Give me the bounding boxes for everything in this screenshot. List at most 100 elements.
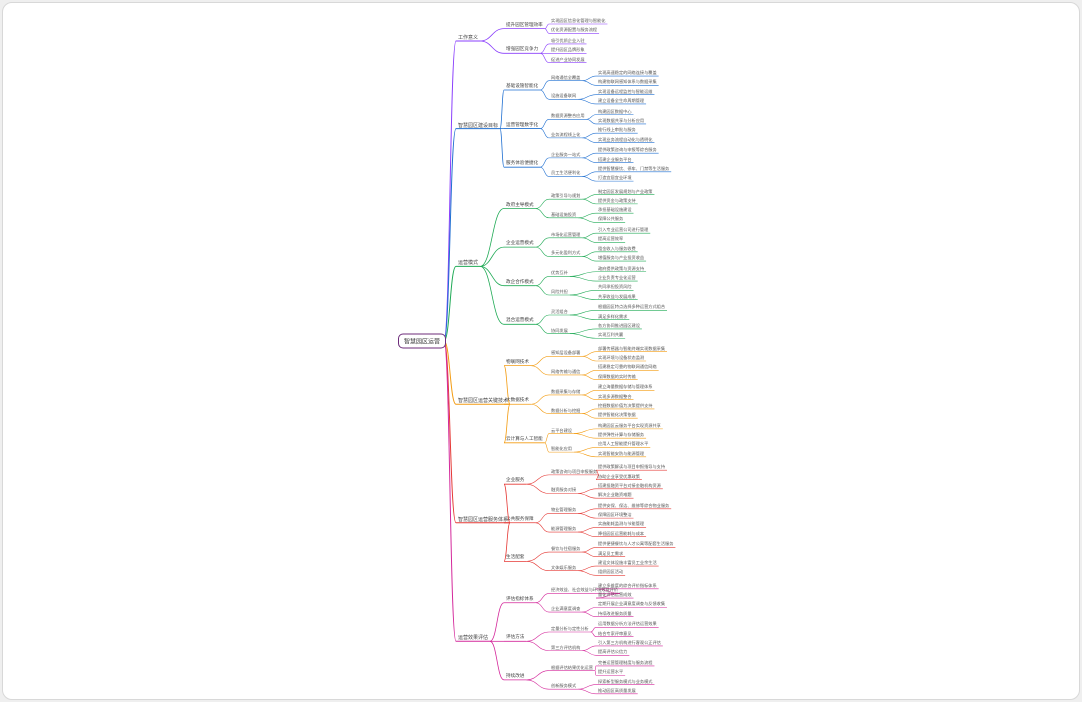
leaf-node[interactable]: 搭建企业服务平台 bbox=[598, 156, 632, 162]
topic-node[interactable]: 第三方评估机构 bbox=[551, 644, 581, 650]
leaf-node[interactable]: 实现互利共赢 bbox=[598, 332, 624, 338]
leaf-node[interactable]: 降低园区运营能耗与成本 bbox=[598, 530, 645, 536]
leaf-node[interactable]: 量化评估运营成效 bbox=[598, 592, 632, 598]
topic-node[interactable]: 餐饮与住宿服务 bbox=[551, 546, 581, 552]
leaf-node[interactable]: 协助企业享受优惠政策 bbox=[598, 473, 640, 479]
topic-node[interactable]: 混合运营模式 bbox=[506, 318, 534, 324]
topic-node[interactable]: 定量分析与定性分析 bbox=[551, 626, 589, 631]
topic-node[interactable]: 提升园区管理效率 bbox=[506, 22, 543, 28]
branch-node[interactable]: 运营效果评估 bbox=[458, 635, 489, 642]
topic-node[interactable]: 根据评估结果优化运营 bbox=[551, 664, 593, 670]
leaf-node[interactable]: 部署传感器与智能终端实现数据采集 bbox=[598, 345, 666, 351]
topic-node[interactable]: 政策引导与规划 bbox=[551, 193, 581, 199]
branch-node[interactable]: 智慧园区建设目标 bbox=[458, 122, 499, 129]
leaf-node[interactable]: 实现多源数据整合 bbox=[598, 393, 632, 399]
leaf-node[interactable]: 建立多维度的综合评价指标体系 bbox=[598, 582, 657, 588]
topic-node[interactable]: 数据资源整合应用 bbox=[551, 113, 585, 119]
leaf-node[interactable]: 满足多样化需求 bbox=[598, 313, 628, 319]
topic-node[interactable]: 创新服务模式 bbox=[551, 683, 577, 689]
topic-node[interactable]: 大数据技术 bbox=[506, 398, 529, 404]
leaf-node[interactable]: 解决企业融资难题 bbox=[598, 492, 632, 498]
leaf-node[interactable]: 应用人工智能提升管理水平 bbox=[598, 441, 649, 447]
leaf-node[interactable]: 提供智能化决策依据 bbox=[598, 412, 636, 418]
leaf-node[interactable]: 实现智能安防与能源管理 bbox=[598, 450, 645, 456]
leaf-node[interactable]: 提供智慧餐饮、停车、门禁等生活服务 bbox=[598, 165, 670, 171]
topic-node[interactable]: 公共服务保障 bbox=[506, 516, 534, 522]
topic-node[interactable]: 物业管理服务 bbox=[551, 507, 577, 513]
topic-node[interactable]: 数据分析与挖掘 bbox=[551, 407, 581, 413]
topic-node[interactable]: 灵活组合 bbox=[551, 308, 568, 314]
leaf-node[interactable]: 实现高速稳定的网络连接与覆盖 bbox=[598, 70, 657, 76]
leaf-node[interactable]: 政府提供政策与资源支持 bbox=[598, 265, 645, 271]
topic-node[interactable]: 优化资源配置与服务流程 bbox=[551, 27, 598, 33]
leaf-node[interactable]: 提升运营水平 bbox=[598, 669, 624, 675]
topic-node[interactable]: 企业服务 bbox=[506, 478, 525, 484]
topic-node[interactable]: 融资服务对接 bbox=[551, 487, 577, 493]
leaf-node[interactable]: 组织园区活动 bbox=[598, 569, 624, 575]
leaf-node[interactable]: 构建园区云服务平台实现资源共享 bbox=[598, 422, 661, 428]
topic-node[interactable]: 多元化盈利方式 bbox=[551, 250, 581, 256]
leaf-node[interactable]: 实现数据共享与分析应用 bbox=[598, 117, 645, 123]
leaf-node[interactable]: 实现环境与设备状态监测 bbox=[598, 355, 645, 360]
leaf-node[interactable]: 打造宜居宜业环境 bbox=[598, 175, 632, 181]
leaf-node[interactable]: 推行线上审批与服务 bbox=[598, 127, 636, 133]
topic-node[interactable]: 政策咨询与项目申报服务 bbox=[551, 468, 598, 474]
leaf-node[interactable]: 运用数据分析方法评估运营效果 bbox=[598, 621, 657, 627]
branch-node[interactable]: 工作意义 bbox=[458, 34, 479, 41]
leaf-node[interactable]: 实施能耗监测与节能管理 bbox=[598, 521, 645, 527]
root-node[interactable]: 智慧园区运营 bbox=[398, 333, 447, 349]
topic-node[interactable]: 风险共担 bbox=[551, 289, 568, 294]
leaf-node[interactable]: 租金收入与服务收费 bbox=[598, 245, 636, 251]
leaf-node[interactable]: 提高运营效率 bbox=[598, 236, 624, 242]
topic-node[interactable]: 企业服务一站式 bbox=[551, 151, 581, 157]
leaf-node[interactable]: 提高评估公信力 bbox=[598, 649, 628, 655]
leaf-node[interactable]: 提供便捷餐饮与人才公寓等配套生活服务 bbox=[598, 541, 674, 547]
topic-node[interactable]: 经济效益、社会效益与环境效益评价 bbox=[551, 587, 619, 593]
topic-node[interactable]: 文体娱乐服务 bbox=[551, 564, 577, 570]
leaf-node[interactable]: 提供弹性计算与存储服务 bbox=[598, 432, 645, 438]
topic-node[interactable]: 服务体验便捷化 bbox=[506, 161, 539, 167]
leaf-node[interactable]: 结合专家评审意见 bbox=[598, 630, 632, 636]
leaf-node[interactable]: 建设文体设施丰富员工业余生活 bbox=[598, 560, 657, 566]
topic-node[interactable]: 评估方法 bbox=[506, 635, 525, 641]
topic-node[interactable]: 数据采集与存储 bbox=[551, 388, 581, 394]
leaf-node[interactable]: 企业负责专业化运营 bbox=[598, 275, 636, 281]
topic-node[interactable]: 能源管理服务 bbox=[551, 526, 577, 532]
leaf-node[interactable]: 提供安保、保洁、维修等综合物业服务 bbox=[598, 502, 670, 508]
leaf-node[interactable]: 实现设备远程监控与智能运维 bbox=[598, 88, 653, 94]
topic-node[interactable]: 基础设施投资 bbox=[551, 211, 577, 217]
leaf-node[interactable]: 保障园区环境整洁 bbox=[598, 512, 632, 518]
branch-node[interactable]: 智慧园区运营服务体系 bbox=[458, 516, 509, 523]
topic-node[interactable]: 生活配套 bbox=[506, 555, 525, 561]
topic-node[interactable]: 增强园区竞争力 bbox=[506, 47, 539, 53]
branch-node[interactable]: 智慧园区运营关键技术 bbox=[458, 398, 509, 405]
topic-node[interactable]: 网络通信全覆盖 bbox=[551, 74, 581, 80]
leaf-node[interactable]: 搭建稳定可靠的物联网通信网络 bbox=[598, 364, 657, 370]
leaf-node[interactable]: 实现业务流程自动化与透明化 bbox=[598, 136, 653, 142]
leaf-node[interactable]: 探索新型服务模式与业务模式 bbox=[598, 678, 653, 684]
leaf-node[interactable]: 定期开展企业满意度调查与反馈收集 bbox=[598, 601, 666, 607]
topic-node[interactable]: 政府主导模式 bbox=[506, 202, 534, 208]
leaf-node[interactable]: 构建物联网感知体系与数据采集 bbox=[598, 79, 657, 85]
leaf-node[interactable]: 推动园区高质量发展 bbox=[598, 687, 636, 693]
leaf-node[interactable]: 挖掘数据价值为决策提供支持 bbox=[598, 402, 653, 408]
leaf-node[interactable]: 提供政策解读与项目申报指导与支持 bbox=[598, 464, 666, 470]
topic-node[interactable]: 业务流程线上化 bbox=[551, 131, 581, 137]
leaf-node[interactable]: 提供资金与政策支持 bbox=[598, 197, 636, 203]
leaf-node[interactable]: 引入第三方机构进行客观公正评估 bbox=[598, 639, 661, 645]
leaf-node[interactable]: 建立海量数据存储与管理体系 bbox=[598, 384, 653, 390]
leaf-node[interactable]: 建立设备全生命周期管理 bbox=[598, 97, 645, 103]
topic-node[interactable]: 政企合作模式 bbox=[506, 279, 534, 285]
leaf-node[interactable]: 搭建投融资平台对接金融机构资源 bbox=[598, 482, 661, 488]
topic-node[interactable]: 吸引优质企业入驻 bbox=[551, 37, 585, 43]
topic-node[interactable]: 智能化应用 bbox=[551, 446, 572, 452]
topic-node[interactable]: 评估指标体系 bbox=[506, 596, 534, 602]
leaf-node[interactable]: 共享收益与发展成果 bbox=[598, 293, 636, 299]
topic-node[interactable]: 感知层设备部署 bbox=[551, 350, 581, 356]
leaf-node[interactable]: 各方协同推进园区建设 bbox=[598, 322, 640, 328]
topic-node[interactable]: 云平台建设 bbox=[551, 427, 572, 433]
leaf-node[interactable]: 根据园区特点选择多种运营方式组合 bbox=[598, 304, 666, 310]
leaf-node[interactable]: 满足员工需求 bbox=[598, 550, 624, 556]
leaf-node[interactable]: 构建园区数据中心 bbox=[598, 108, 632, 114]
topic-node[interactable]: 基础设施智能化 bbox=[506, 83, 539, 89]
